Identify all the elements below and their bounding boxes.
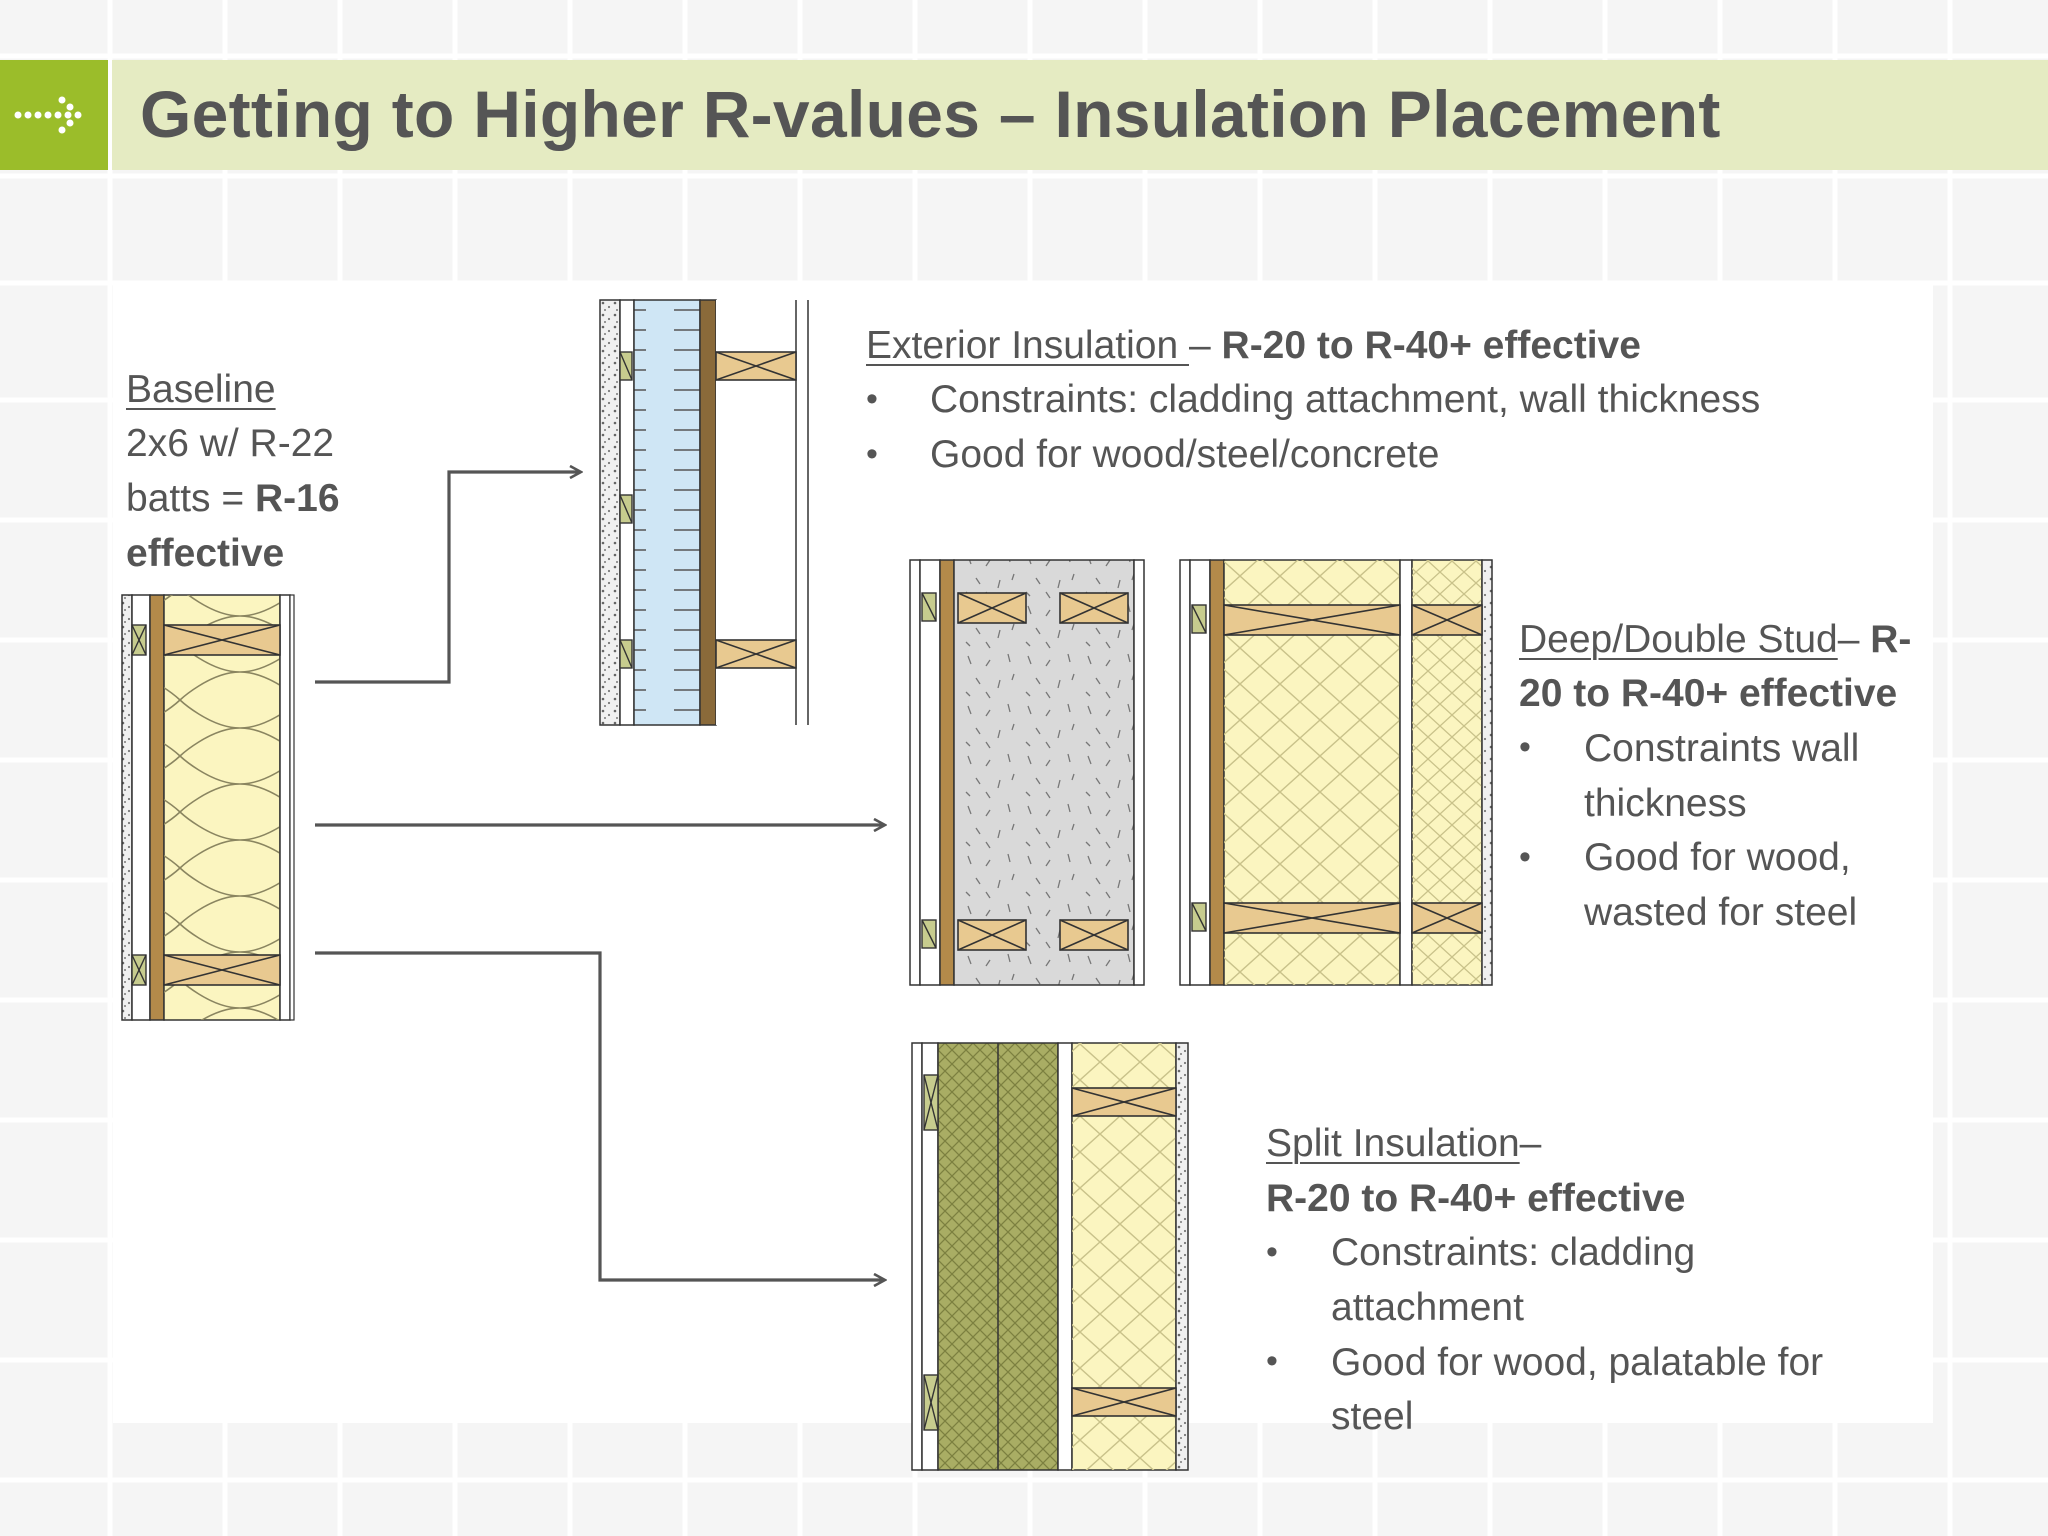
split-heading: Split Insulation <box>1266 1122 1520 1165</box>
arrow-to-split <box>315 951 884 1280</box>
exterior-heading: Exterior Insulation <box>866 324 1189 367</box>
exterior-bullet-2-marker: • <box>866 435 878 473</box>
baseline-line-3-text: batts = <box>126 477 255 520</box>
deep-bullet-1-a: Constraints wall <box>1584 727 1860 770</box>
double-stud-wall-section <box>1179 559 1493 986</box>
deep-bullet-1-b: thickness <box>1584 782 1747 825</box>
baseline-rvalue: R-16 <box>255 477 340 520</box>
exterior-bullet-1-marker: • <box>866 380 878 418</box>
exterior-insulation-wall-section <box>599 299 809 726</box>
exterior-dash: – <box>1189 324 1222 367</box>
dotted-arrow-right-icon <box>14 96 82 134</box>
baseline-line-3: batts = R-16 <box>126 472 340 527</box>
split-dash: – <box>1519 1122 1542 1165</box>
exterior-bullet-2: Good for wood/steel/concrete <box>930 433 1440 476</box>
exterior-bullet-1: Constraints: cladding attachment, wall t… <box>930 378 1761 421</box>
connector-arrows <box>315 472 884 1280</box>
baseline-heading: Baseline <box>126 368 276 411</box>
split-bullet-1-b: attachment <box>1331 1286 1524 1329</box>
deep-bullet-2-marker: • <box>1519 838 1531 876</box>
deep-dash: – <box>1837 618 1871 661</box>
split-insulation-wall-section <box>911 1042 1189 1471</box>
split-rating: R-20 to R-40+ effective <box>1266 1177 1686 1220</box>
baseline-line-2: 2x6 w/ R-22 <box>126 422 335 465</box>
split-bullet-2-marker: • <box>1266 1342 1278 1380</box>
exterior-rating: R-20 to R-40+ effective <box>1221 324 1641 367</box>
split-bullet-2-b: steel <box>1331 1395 1414 1438</box>
arrow-to-exterior <box>315 472 580 684</box>
exterior-heading-line: Exterior Insulation – R-20 to R-40+ effe… <box>866 319 1641 374</box>
split-bullet-1-marker: • <box>1266 1233 1278 1271</box>
baseline-wall-section <box>121 594 295 1021</box>
deep-heading-line: Deep/Double Stud– R- <box>1519 613 1911 668</box>
deep-rating-a: R- <box>1870 618 1912 661</box>
split-bullet-2-a: Good for wood, palatable for <box>1331 1341 1824 1384</box>
deep-heading: Deep/Double Stud <box>1519 618 1838 661</box>
split-bullet-1-a: Constraints: cladding <box>1331 1231 1696 1274</box>
split-heading-line: Split Insulation– <box>1266 1117 1541 1172</box>
deep-stud-wall-section <box>909 559 1145 986</box>
baseline-effective: effective <box>126 532 285 575</box>
header-accent-block <box>0 60 108 170</box>
page-title: Getting to Higher R-values – Insulation … <box>140 77 1721 151</box>
deep-bullet-2-b: wasted for steel <box>1584 891 1858 934</box>
deep-bullet-1-marker: • <box>1519 728 1531 766</box>
header-bar <box>112 60 2048 170</box>
deep-bullet-2-a: Good for wood, <box>1584 836 1851 879</box>
deep-rating-b: 20 to R-40+ effective <box>1519 672 1898 715</box>
